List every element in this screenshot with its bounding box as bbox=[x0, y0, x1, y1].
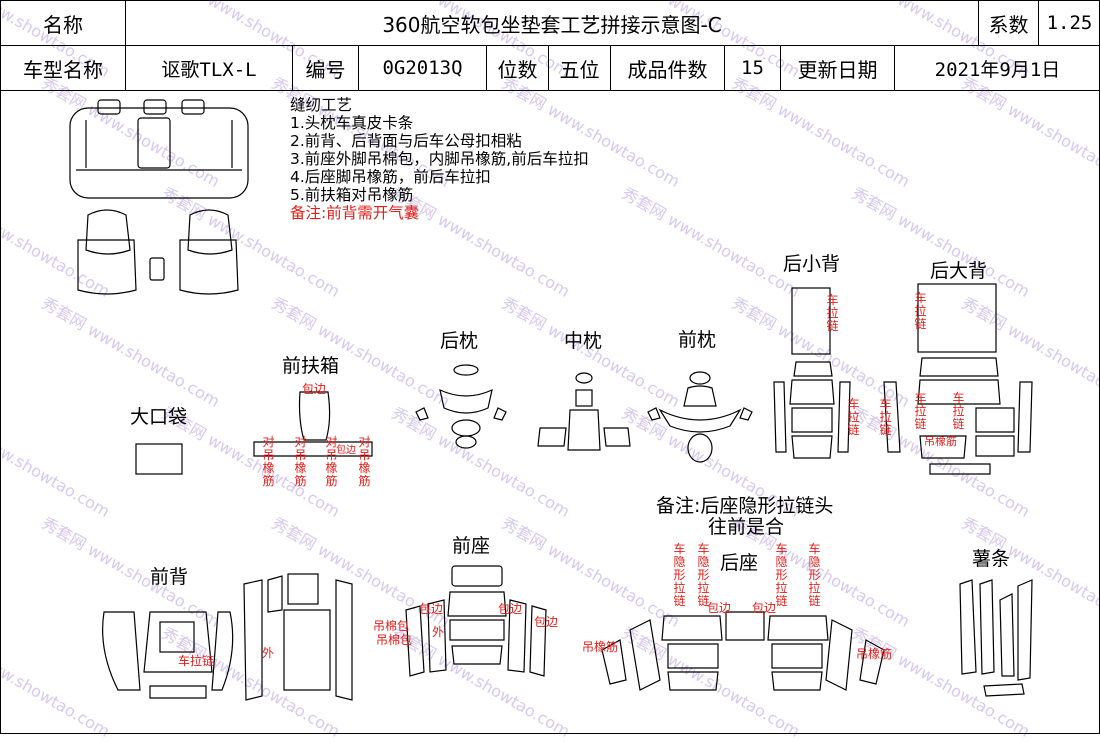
annotation: 包边 bbox=[498, 602, 523, 616]
annotation: 对吊橡筋 bbox=[325, 435, 338, 488]
annotation: 对吊橡筋 bbox=[358, 435, 371, 488]
label-rear-small-back: 后小背 bbox=[783, 253, 841, 275]
front-seats-thumbnail bbox=[77, 209, 239, 295]
process-notes: 缝纫工艺 1.头枕车真皮卡条 2.前背、后背面与后车公母扣相粘 3.前座外脚吊棉… bbox=[290, 96, 589, 222]
annotation: 车拉链 bbox=[178, 654, 215, 668]
annotation: 吊棉包 bbox=[376, 633, 413, 647]
annotation: 车拉链 bbox=[914, 291, 927, 331]
annotation: 吊棉包 bbox=[373, 619, 410, 633]
model-label: 车型名称 bbox=[1, 46, 126, 91]
label-yam-strip: 薯条 bbox=[972, 548, 1011, 570]
annotation: 吊橡筋 bbox=[924, 435, 957, 448]
front-armrest-shape bbox=[253, 391, 373, 457]
label-front-armrest: 前扶箱 bbox=[282, 355, 340, 377]
annotation: 包边 bbox=[534, 615, 559, 629]
pieces-value: 15 bbox=[725, 46, 781, 91]
annotation: 车拉链 bbox=[826, 293, 839, 333]
coef-value: 1.25 bbox=[1039, 1, 1100, 46]
mid-pillow-shape bbox=[537, 372, 631, 451]
label-mid-pillow: 中枕 bbox=[564, 330, 603, 352]
annotation: 车隐形拉链 bbox=[697, 542, 710, 608]
rear-seat-note-1: 备注:后座隐形拉链头 bbox=[656, 495, 834, 517]
process-step: 5.前扶箱对吊橡筋 bbox=[290, 186, 414, 204]
rear-big-back-shape bbox=[883, 283, 1033, 475]
annotation: 车拉链 bbox=[914, 391, 927, 431]
name-label: 名称 bbox=[1, 1, 126, 46]
annotation: 吊橡筋 bbox=[856, 647, 893, 661]
annotation: 车拉链 bbox=[847, 397, 860, 437]
annotation: 吊橡筋 bbox=[582, 640, 619, 654]
annotation: 外 bbox=[262, 646, 275, 660]
annotation: 包边 bbox=[707, 601, 732, 615]
label-front-pillow: 前枕 bbox=[678, 329, 717, 351]
annotation: 车拉链 bbox=[952, 391, 965, 431]
annotation: 车隐形拉链 bbox=[808, 542, 821, 608]
process-step: 1.头枕车真皮卡条 bbox=[290, 114, 414, 132]
annotation: 车隐形拉链 bbox=[673, 542, 686, 608]
big-pocket-shape bbox=[135, 443, 183, 475]
process-title: 缝纫工艺 bbox=[290, 96, 353, 114]
label-front-back: 前背 bbox=[150, 566, 189, 588]
label-rear-big-back: 后大背 bbox=[930, 260, 988, 282]
label-big-pocket: 大口袋 bbox=[130, 406, 188, 428]
annotation: 对吊橡筋 bbox=[262, 435, 275, 488]
annotation: 车拉链 bbox=[879, 397, 892, 437]
date-label: 更新日期 bbox=[781, 46, 895, 91]
annotation: 包边 bbox=[302, 382, 327, 396]
model-value: 讴歌TLX-L bbox=[126, 46, 293, 91]
rear-small-back-shape bbox=[773, 287, 851, 459]
label-front-seat: 前座 bbox=[452, 535, 491, 557]
annotation: 包边 bbox=[336, 445, 356, 456]
label-rear-seat: 后座 bbox=[720, 552, 759, 574]
annotation: 包边 bbox=[419, 602, 444, 616]
process-step: 2.前背、后背面与后车公母扣相粘 bbox=[290, 132, 522, 150]
coef-label: 系数 bbox=[979, 1, 1039, 46]
label-rear-pillow: 后枕 bbox=[440, 330, 479, 352]
rear-bench-thumbnail bbox=[69, 99, 249, 199]
yam-strip-shape bbox=[959, 579, 1033, 697]
rear-pillow-shape bbox=[415, 364, 507, 449]
code-value: 0G2013Q bbox=[359, 46, 487, 91]
date-value: 2021年9月1日 bbox=[895, 46, 1100, 91]
front-pillow-shape bbox=[647, 371, 753, 463]
annotation: 对吊橡筋 bbox=[294, 435, 307, 488]
rear-seat-shape bbox=[601, 611, 885, 691]
pieces-label: 成品件数 bbox=[611, 46, 725, 91]
annotation: 外 bbox=[432, 625, 445, 639]
code-label: 编号 bbox=[293, 46, 359, 91]
seats-value: 五位 bbox=[549, 46, 611, 91]
process-note: 备注:前背需开气囊 bbox=[290, 204, 420, 222]
process-step: 3.前座外脚吊棉包，内脚吊橡筋,前后车拉扣 bbox=[290, 150, 589, 168]
annotation: 车隐形拉链 bbox=[775, 542, 788, 608]
process-step: 4.后座脚吊橡筋，前后车拉扣 bbox=[290, 168, 491, 186]
annotation: 包边 bbox=[752, 601, 777, 615]
seats-label: 位数 bbox=[487, 46, 549, 91]
front-back-shape bbox=[102, 573, 353, 701]
rear-seat-note-2: 往前是合 bbox=[708, 516, 785, 538]
sheet-title: 360航空软包坐垫套工艺拼接示意图-C bbox=[126, 1, 979, 46]
front-seat-shape bbox=[405, 565, 547, 677]
